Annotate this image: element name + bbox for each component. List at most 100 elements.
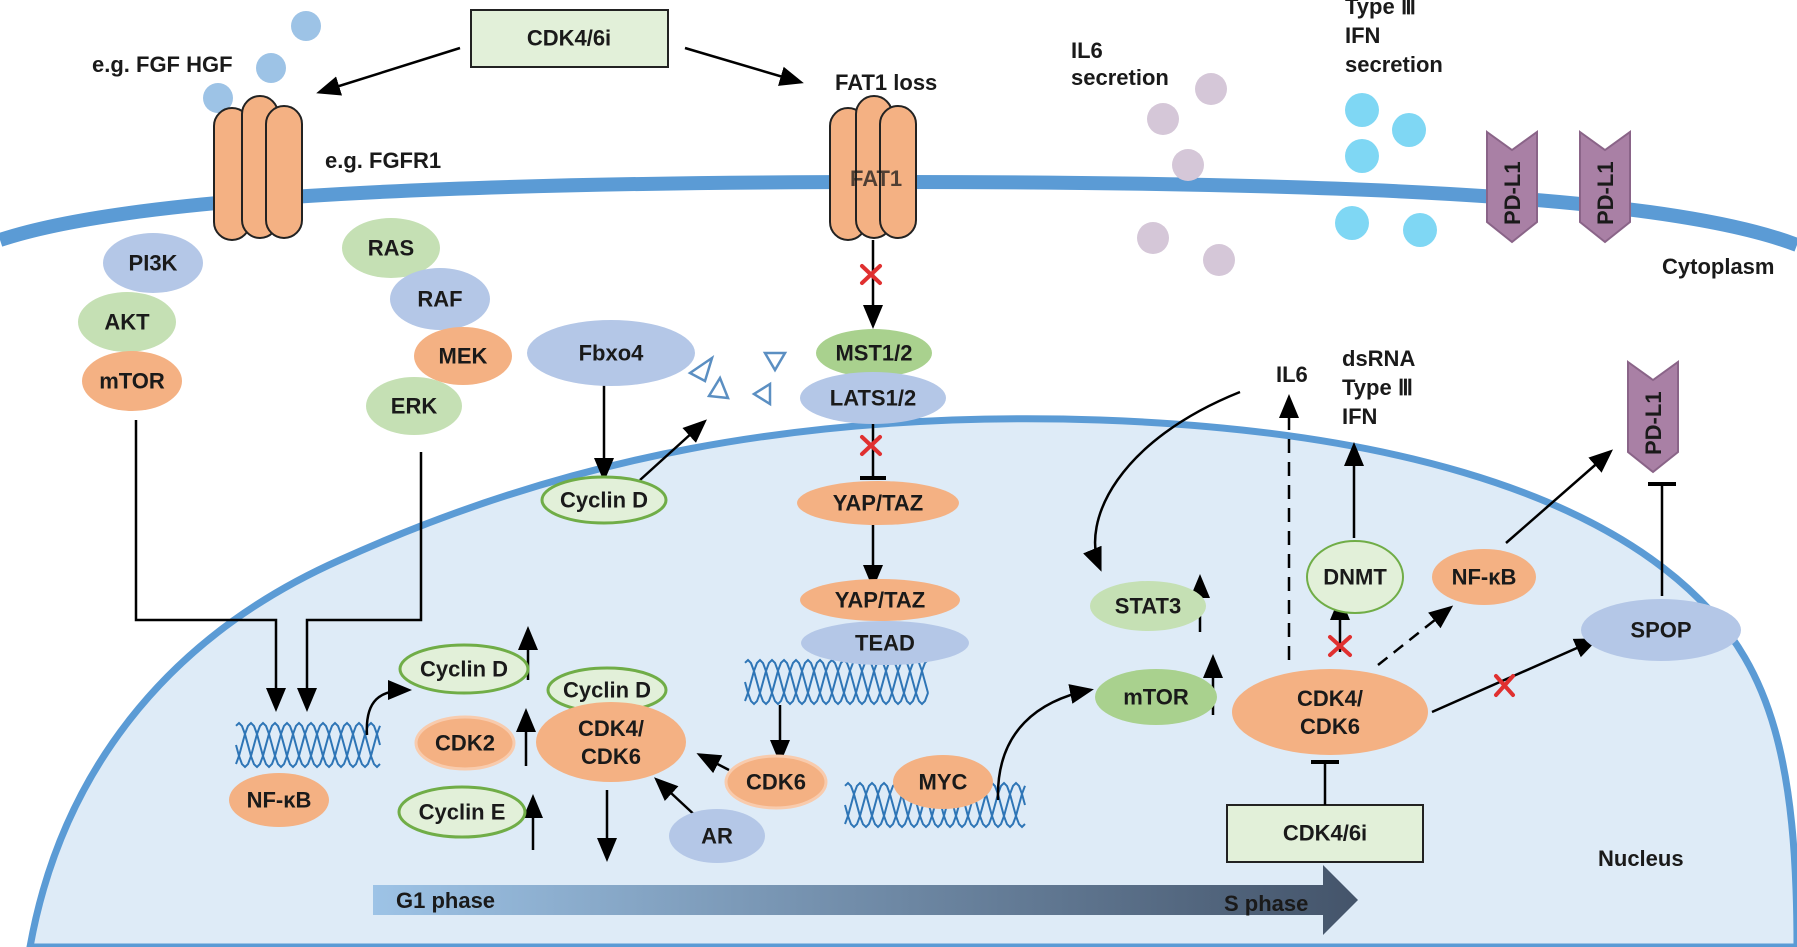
arrow (134, 420, 286, 712)
svg-text:AKT: AKT (104, 310, 150, 335)
ifn-dot (1392, 113, 1426, 147)
mtor-cyto-node: mTOR (82, 351, 182, 411)
ifn-dot (1345, 93, 1379, 127)
svg-text:SPOP: SPOP (1630, 618, 1691, 643)
svg-text:YAP/TAZ: YAP/TAZ (833, 491, 923, 516)
svg-text:CDK6: CDK6 (746, 770, 806, 795)
cdk2-node: CDK2 (414, 715, 516, 771)
degradation-triangles (687, 351, 788, 407)
svg-text:LATS1/2: LATS1/2 (830, 386, 916, 411)
ligand-dot (291, 11, 321, 41)
svg-text:Cyclin D: Cyclin D (563, 678, 651, 703)
red-x-icon (860, 264, 882, 285)
g1-phase-label: G1 phase (396, 888, 495, 913)
arrow (316, 46, 461, 96)
raf-node: RAF (390, 268, 490, 330)
mst12-node: MST1/2 (816, 329, 932, 377)
ligand-dot (203, 83, 233, 113)
cdk46i-bottom-box: CDK4/6i (1226, 804, 1424, 863)
red-x-icon (1494, 674, 1515, 697)
svg-text:RAS: RAS (368, 236, 414, 261)
stat3-node: STAT3 (1090, 581, 1206, 631)
fgf-hgf-label: e.g. FGF HGF (92, 52, 233, 77)
myc-node: MYC (893, 755, 993, 809)
svg-text:MYC: MYC (919, 770, 968, 795)
svg-text:AR: AR (701, 824, 733, 849)
pathway-arrows (134, 46, 1676, 862)
svg-text:mTOR: mTOR (99, 369, 165, 394)
cdk46-center-node: CDK4/CDK6 (536, 702, 686, 782)
pdl1-label: PD-L1 (1500, 161, 1525, 225)
nodes: PI3K AKT mTOR RAS RAF MEK ERK Fbxo4 Cycl… (78, 218, 1741, 863)
svg-text:mTOR: mTOR (1123, 685, 1189, 710)
pdl1-nuclear: PD-L1 (1627, 360, 1679, 474)
fgfr1-label: e.g. FGFR1 (325, 148, 441, 173)
arrow (684, 46, 804, 86)
svg-text:ERK: ERK (391, 394, 438, 419)
cyclin-e-node: Cyclin E (397, 785, 527, 839)
pdl1-label: PD-L1 (1641, 391, 1666, 455)
arrow (996, 684, 1094, 801)
svg-text:CDK4/CDK6: CDK4/CDK6 (578, 716, 644, 769)
arrow (696, 753, 730, 774)
svg-text:YAP/TAZ: YAP/TAZ (835, 588, 925, 613)
tead-node: TEAD (801, 621, 969, 665)
ligand-dot (256, 53, 286, 83)
fat1-receptor: FAT1 (829, 95, 917, 241)
ifn-dot (1345, 139, 1379, 173)
triangle-icon (687, 354, 715, 383)
cdk46i-top-box: CDK4/6i (470, 9, 669, 68)
mtor-nuc-node: mTOR (1095, 669, 1217, 725)
svg-text:TEAD: TEAD (855, 631, 915, 656)
svg-text:DNMT: DNMT (1323, 565, 1387, 590)
nfkb-right-node: NF-κB (1432, 549, 1536, 605)
s-phase-label: S phase (1224, 891, 1308, 916)
triangle-icon (706, 375, 730, 400)
triangle-icon (751, 381, 772, 407)
pdl1-membrane-1: PD-L1 (1486, 130, 1538, 244)
pdl1-label: PD-L1 (1593, 161, 1618, 225)
arrow (365, 680, 412, 736)
nfkb-left-node: NF-κB (229, 773, 329, 827)
il6-dot (1147, 103, 1179, 135)
svg-text:STAT3: STAT3 (1115, 594, 1181, 619)
spop-node: SPOP (1581, 599, 1741, 661)
il6-dot (1172, 149, 1204, 181)
red-x-icon (860, 435, 882, 456)
yaptaz-2-node: YAP/TAZ (800, 579, 960, 621)
fbxo4-node: Fbxo4 (527, 320, 695, 386)
ifn-dots (1335, 93, 1437, 247)
svg-text:CDK2: CDK2 (435, 731, 495, 756)
cytoplasm-label: Cytoplasm (1662, 254, 1774, 279)
arrow (1505, 449, 1614, 544)
ar-node: AR (669, 809, 765, 863)
ligand-dots (203, 11, 321, 113)
ifn-dot (1335, 206, 1369, 240)
cdk46i-bottom-label: CDK4/6i (1283, 821, 1367, 846)
svg-text:RAF: RAF (417, 287, 462, 312)
mek-node: MEK (414, 327, 512, 385)
dnmt-node: DNMT (1306, 540, 1404, 614)
cell-cycle-phase-arrow: G1 phase S phase (373, 865, 1358, 935)
svg-text:Cyclin D: Cyclin D (560, 488, 648, 513)
svg-text:MEK: MEK (439, 344, 488, 369)
svg-text:NF-κB: NF-κB (247, 788, 312, 813)
erk-node: ERK (366, 377, 462, 435)
svg-text:Fbxo4: Fbxo4 (579, 341, 645, 366)
arrow (639, 419, 707, 481)
cdk6-node: CDK6 (724, 754, 828, 810)
arrow (1083, 390, 1241, 572)
fat1-loss-label: FAT1 loss (835, 70, 937, 95)
il6-dot (1203, 244, 1235, 276)
dna-helix (744, 658, 929, 706)
cyclin-d-nuc2-node: Cyclin D (546, 666, 668, 714)
lats12-node: LATS1/2 (800, 372, 946, 424)
cyclin-d-cyto-node: Cyclin D (540, 475, 668, 525)
fat1-label: FAT1 (850, 166, 902, 191)
svg-text:MST1/2: MST1/2 (835, 341, 912, 366)
ifn-dot (1403, 213, 1437, 247)
